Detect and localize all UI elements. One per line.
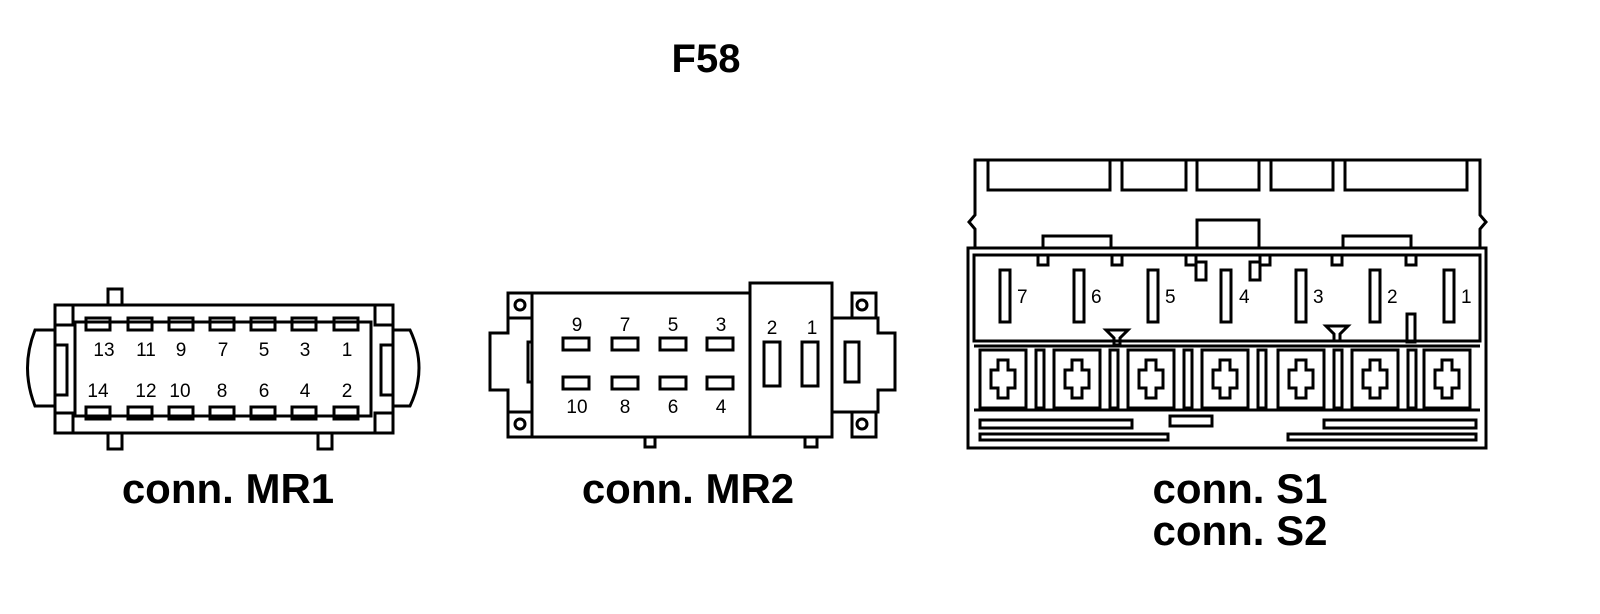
mr1-pin-label: 11: [136, 340, 156, 361]
connector-mr2: [488, 281, 897, 449]
mr1-pin-label: 1: [342, 340, 353, 361]
mr2-pin-label: 3: [716, 315, 727, 336]
s-pin-label: 5: [1165, 287, 1176, 308]
mr2-pin-label: 2: [767, 318, 778, 339]
mr1-pin-label: 14: [87, 381, 109, 402]
mr2-pin-label: 7: [620, 315, 631, 336]
s2-caption: conn. S2: [1152, 507, 1327, 554]
mr1-pin-label: 6: [259, 381, 270, 402]
mr2-pin-label: 5: [668, 315, 679, 336]
mr2-pin-label: 8: [620, 397, 631, 418]
mr2-pin-label: 9: [572, 315, 583, 336]
mr1-caption: conn. MR1: [122, 465, 334, 512]
mr2-pin-label: 1: [807, 318, 818, 339]
mr1-pin-label: 8: [217, 381, 228, 402]
diagram-title: F58: [672, 37, 741, 81]
mr1-pin-label: 12: [135, 381, 156, 402]
s-pin-label: 7: [1017, 287, 1028, 308]
mr1-pin-label: 4: [300, 381, 311, 402]
s-pin-label: 1: [1461, 287, 1472, 308]
s-pin-labels: 7 6 5 4 3 2 1: [1017, 287, 1472, 308]
mr1-pin-label: 5: [259, 340, 270, 361]
s-pin-label: 6: [1091, 287, 1102, 308]
mr2-pin-label: 4: [716, 397, 727, 418]
connector-mr1: [26, 287, 421, 451]
mr1-pin-label: 9: [176, 340, 187, 361]
mr1-pin-label: 2: [342, 381, 353, 402]
connector-s: [966, 158, 1488, 450]
mr2-pin-label: 10: [566, 397, 587, 418]
s-pin-label: 2: [1387, 287, 1398, 308]
mr2-caption: conn. MR2: [582, 465, 794, 512]
mr1-pin-labels: 13 11 9 7 5 3 1 14 12 10 8 6 4 2: [87, 340, 352, 402]
mr1-pin-label: 7: [218, 340, 229, 361]
mr2-pin-labels: 9 7 5 3 10 8 6 4 2 1: [566, 315, 817, 418]
s-pin-label: 3: [1313, 287, 1324, 308]
mr2-pin-label: 6: [668, 397, 679, 418]
s-pin-label: 4: [1239, 287, 1250, 308]
mr1-pin-label: 13: [93, 340, 114, 361]
s1-caption: conn. S1: [1152, 465, 1327, 512]
mr1-pin-label: 3: [300, 340, 311, 361]
mr1-pin-label: 10: [169, 381, 190, 402]
